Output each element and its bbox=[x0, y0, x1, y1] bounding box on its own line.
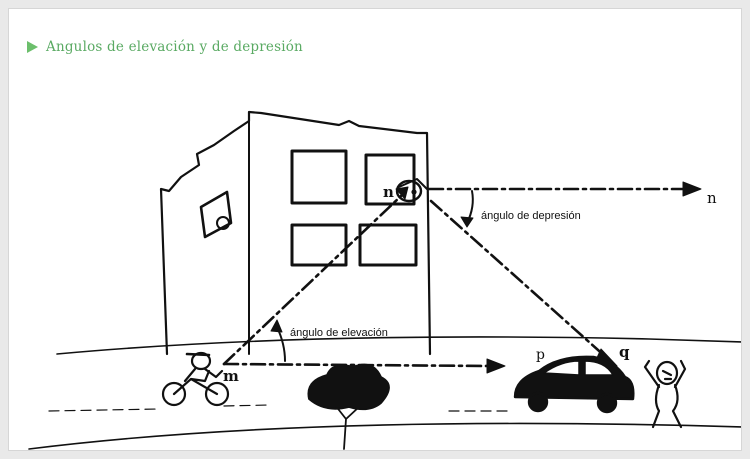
elevation-arc-arrow bbox=[270, 319, 283, 333]
heading-text: Angulos de elevación y de depresión bbox=[46, 39, 303, 55]
arrow-n bbox=[395, 186, 409, 200]
figure-heading: Angulos de elevación y de depresión bbox=[27, 37, 303, 57]
point-n-horizon-label: n bbox=[707, 189, 717, 207]
road-line-bottom bbox=[28, 422, 741, 450]
pedestrian-q bbox=[643, 359, 687, 429]
line-n-q bbox=[429, 199, 609, 360]
point-m-label: m bbox=[223, 367, 239, 385]
diagram-illustration bbox=[28, 110, 741, 450]
window-top-left bbox=[290, 149, 348, 205]
arrow-horizon bbox=[682, 181, 702, 197]
cyclist-m bbox=[161, 351, 230, 407]
road-line-top bbox=[56, 336, 741, 355]
observer-n-head bbox=[395, 179, 423, 203]
depression-angle-label: ángulo de depresión bbox=[481, 210, 581, 222]
point-n-window-label: n bbox=[383, 183, 394, 201]
point-p-label: p bbox=[536, 347, 545, 363]
line-m-n bbox=[222, 194, 403, 366]
side-window bbox=[199, 190, 233, 239]
side-window-face bbox=[216, 216, 230, 230]
play-triangle-icon bbox=[27, 41, 38, 53]
building-outline bbox=[159, 110, 432, 356]
elevation-angle-label: ángulo de elevación bbox=[290, 327, 388, 339]
tree bbox=[307, 363, 390, 450]
line-m-p bbox=[222, 362, 491, 368]
depression-arc-arrow bbox=[460, 216, 474, 228]
curb-line bbox=[48, 404, 510, 412]
window-bottom-left bbox=[290, 223, 348, 267]
window-bottom-right bbox=[358, 223, 418, 267]
arrow-p bbox=[486, 358, 506, 374]
window-top-right bbox=[364, 153, 416, 206]
figure-frame: Angulos de elevación y de depresión bbox=[8, 8, 742, 451]
car-p bbox=[513, 355, 635, 414]
point-q-label: q bbox=[619, 343, 630, 361]
